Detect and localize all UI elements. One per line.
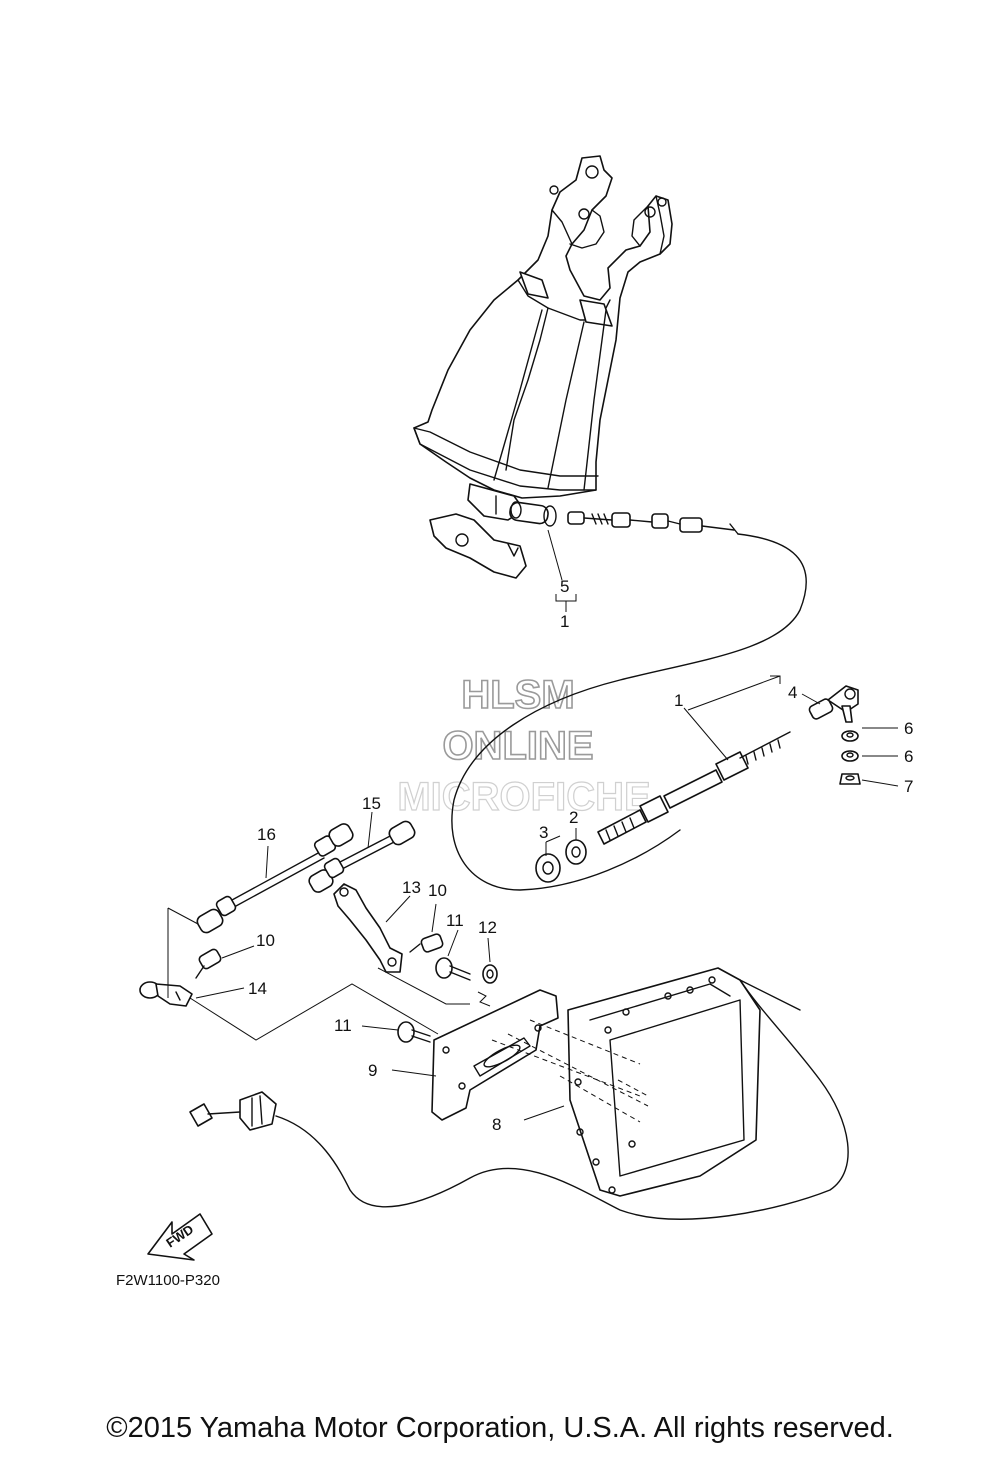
fwd-arrow: FWD [147, 1213, 213, 1261]
callout-11a: 11 [446, 911, 464, 930]
callout-5-bracket [547, 529, 577, 612]
part-13-lever [333, 883, 411, 973]
parts-2-3-nut-washer [535, 839, 587, 883]
part-4-ball-joint [808, 685, 859, 723]
callout-15: 15 [362, 794, 381, 813]
watermark-line-2: ONLINE [442, 724, 593, 768]
callout-6a: 6 [904, 719, 913, 738]
fasteners-10-11-12 [195, 903, 498, 1043]
callout-3: 3 [539, 823, 548, 842]
watermark-line-3: MICROFICHE [397, 775, 650, 819]
watermark-line-1: HLSM [461, 673, 574, 717]
steering-column-housing [413, 155, 673, 579]
wire-harness [189, 979, 849, 1220]
callout-14: 14 [248, 979, 267, 998]
callout-labels: 5 1 1 4 6 6 7 3 2 16 15 13 10 11 12 10 1… [248, 577, 913, 1134]
part-15-rod [308, 811, 416, 893]
callout-2: 2 [569, 808, 578, 827]
part-8-control-box [523, 967, 761, 1197]
callout-1-top: 1 [560, 612, 569, 631]
callout-7: 7 [904, 777, 913, 796]
callout-4: 4 [788, 683, 797, 702]
callout-12: 12 [478, 918, 497, 937]
cable-lower-end [597, 731, 791, 845]
callout-16: 16 [257, 825, 276, 844]
part-14-bracket [139, 907, 245, 1007]
control-cable [451, 533, 807, 891]
parts-6-7-washers-nut [839, 730, 861, 785]
callout-9: 9 [368, 1061, 377, 1080]
part-16-rod [196, 823, 354, 934]
cable-upper-end [567, 511, 739, 535]
callout-5: 5 [560, 577, 569, 596]
watermark: HLSM ONLINE MICROFICHE [397, 672, 652, 819]
part-5-joint [509, 501, 557, 527]
figure-code: F2W1100-P320 [116, 1272, 220, 1289]
callout-10a: 10 [428, 881, 447, 900]
callout-10b: 10 [256, 931, 275, 950]
callout-13: 13 [402, 878, 421, 897]
part-9-plate [391, 989, 559, 1121]
callout-8: 8 [492, 1115, 501, 1134]
assembly-outline-lines [189, 967, 491, 1041]
callout-1-mid: 1 [674, 691, 683, 710]
alignment-dashes [491, 1019, 649, 1123]
callout-6b: 6 [904, 747, 913, 766]
callout-leaders-right [545, 675, 899, 856]
callout-11b: 11 [334, 1016, 352, 1035]
copyright-notice: ©2015 Yamaha Motor Corporation, U.S.A. A… [106, 1412, 894, 1444]
